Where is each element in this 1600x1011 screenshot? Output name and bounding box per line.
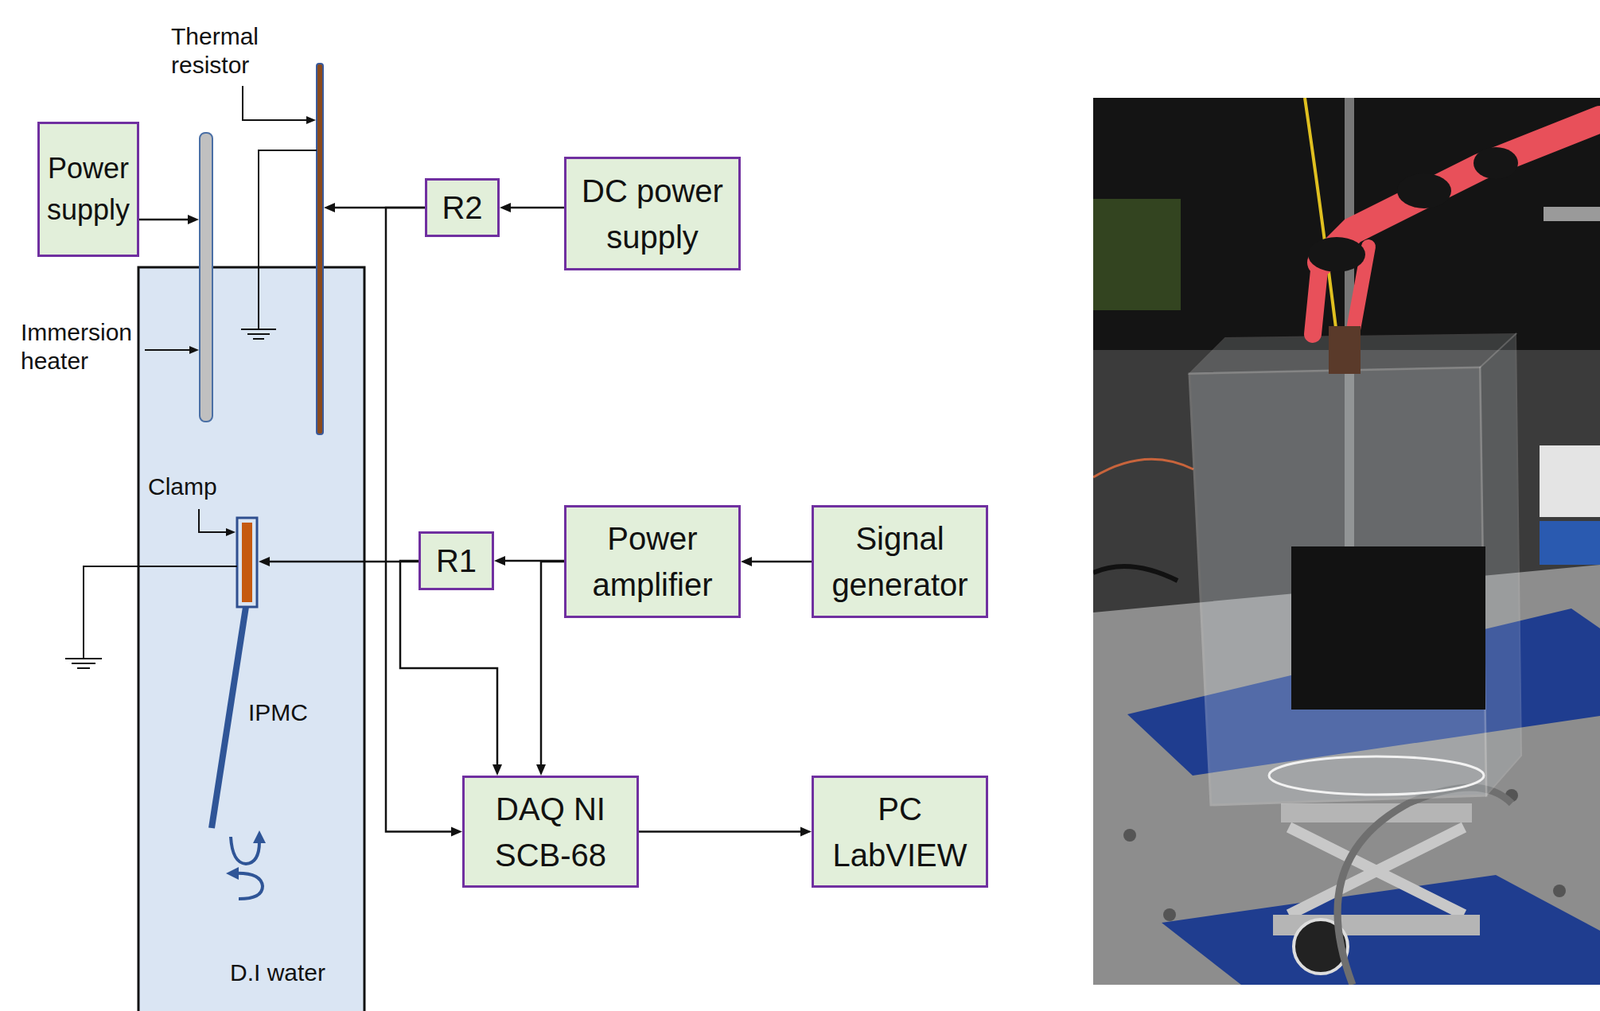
- box-label: Power amplifier: [571, 515, 734, 608]
- ground-symbol: [65, 657, 102, 660]
- arrow-head: [492, 764, 503, 776]
- box-label: DAQ NI SCB-68: [469, 786, 632, 879]
- wire-arrow-head: [187, 214, 199, 225]
- instrument-box: R1: [418, 531, 495, 591]
- leader-arrow-head: [189, 346, 199, 355]
- part-label: Thermal resistor: [171, 22, 271, 80]
- motion-arrow-head: [253, 830, 266, 844]
- box-label: R1: [425, 537, 487, 584]
- ground-symbol: [253, 338, 265, 340]
- arrow-head: [499, 202, 511, 213]
- ground-symbol: [77, 667, 90, 670]
- clamp-wire: [268, 560, 419, 564]
- leader-line: [144, 349, 190, 351]
- motion-arrow-head: [225, 867, 239, 880]
- box-label: R2: [432, 184, 493, 231]
- box-label: DC power supply: [571, 167, 734, 261]
- heater-wire: [134, 218, 189, 222]
- arrow-head: [740, 556, 752, 567]
- part-label: D.I water: [229, 958, 326, 988]
- part-label: IPMC: [248, 698, 308, 728]
- instrument-box: R2: [424, 178, 500, 238]
- signal-connector: [638, 830, 801, 834]
- signal-connector: [385, 207, 452, 833]
- arrow-head: [451, 827, 463, 837]
- instrument-box: Power amplifier: [564, 505, 741, 619]
- instrument-box: Signal generator: [811, 505, 989, 619]
- instrument-box: Power supply: [37, 121, 140, 257]
- instrument-box: DC power supply: [564, 156, 741, 271]
- water-tank: [138, 267, 365, 1011]
- arrow-head: [494, 556, 506, 566]
- immersion-heater: [199, 132, 213, 422]
- box-label: Signal generator: [818, 515, 982, 608]
- ground-symbol: [241, 328, 277, 331]
- instrument-box: PC LabVIEW: [811, 775, 989, 888]
- box-label: PC LabVIEW: [818, 786, 982, 879]
- signal-connector: [541, 561, 565, 765]
- arrow-head: [536, 764, 546, 776]
- leader-arrow-head: [225, 528, 236, 537]
- signal-connector: [510, 206, 565, 210]
- setup-photo: [1093, 97, 1600, 985]
- signal-connector: [751, 560, 812, 564]
- ipmc-strip: [211, 607, 246, 829]
- leader-arrow-head: [306, 116, 316, 125]
- part-label: Immersion heater: [20, 318, 141, 376]
- clamp: [237, 517, 257, 608]
- signal-connector: [400, 560, 498, 765]
- ground-symbol: [71, 662, 96, 665]
- instrument-box: DAQ NI SCB-68: [462, 775, 639, 888]
- wire-arrow-head: [258, 556, 270, 567]
- ground-wire: [258, 150, 317, 330]
- part-label: Clamp: [147, 472, 218, 502]
- box-label: Power supply: [44, 147, 133, 231]
- signal-connector: [505, 560, 565, 563]
- leader-line: [242, 85, 307, 121]
- ground-symbol: [247, 333, 270, 335]
- leader-line: [198, 509, 226, 533]
- arrow-head: [800, 827, 812, 837]
- ground-wire: [83, 566, 238, 659]
- clamp-electrode: [241, 522, 253, 603]
- thermal-resistor: [316, 63, 324, 435]
- wire-arrow-head: [323, 202, 335, 213]
